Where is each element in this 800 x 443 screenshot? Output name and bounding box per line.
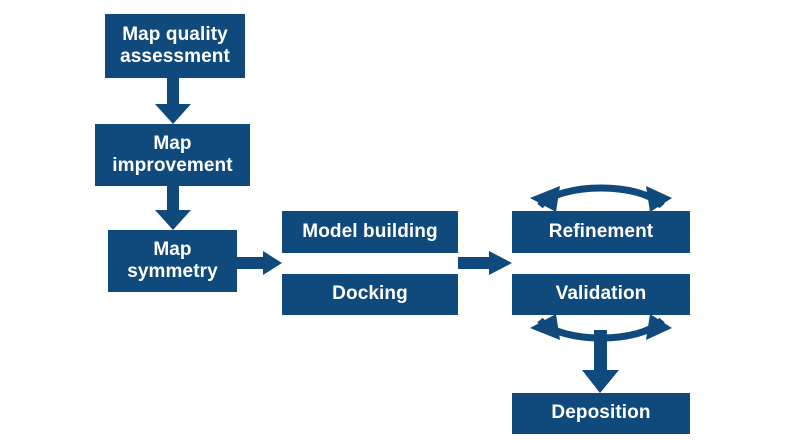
cycle-arc-top-icon <box>530 184 672 212</box>
arrow-map-improvement-to-map-symmetry <box>155 186 191 230</box>
node-map-quality-assessment[interactable]: Map quality assessment <box>105 14 245 78</box>
node-refinement[interactable]: Refinement <box>512 211 690 253</box>
node-docking[interactable]: Docking <box>282 274 458 315</box>
node-validation[interactable]: Validation <box>512 274 690 315</box>
cycle-arc-bottom-icon <box>530 314 672 342</box>
arrow-map-symmetry-to-model-building <box>237 251 282 275</box>
node-map-improvement[interactable]: Map improvement <box>95 124 250 186</box>
node-model-building[interactable]: Model building <box>282 211 458 253</box>
arrow-map-quality-to-map-improvement <box>155 78 191 124</box>
arrow-validation-to-deposition <box>582 330 619 393</box>
node-map-symmetry[interactable]: Map symmetry <box>108 230 237 292</box>
node-deposition[interactable]: Deposition <box>512 393 690 434</box>
arrow-model-building-to-refinement <box>458 251 512 275</box>
